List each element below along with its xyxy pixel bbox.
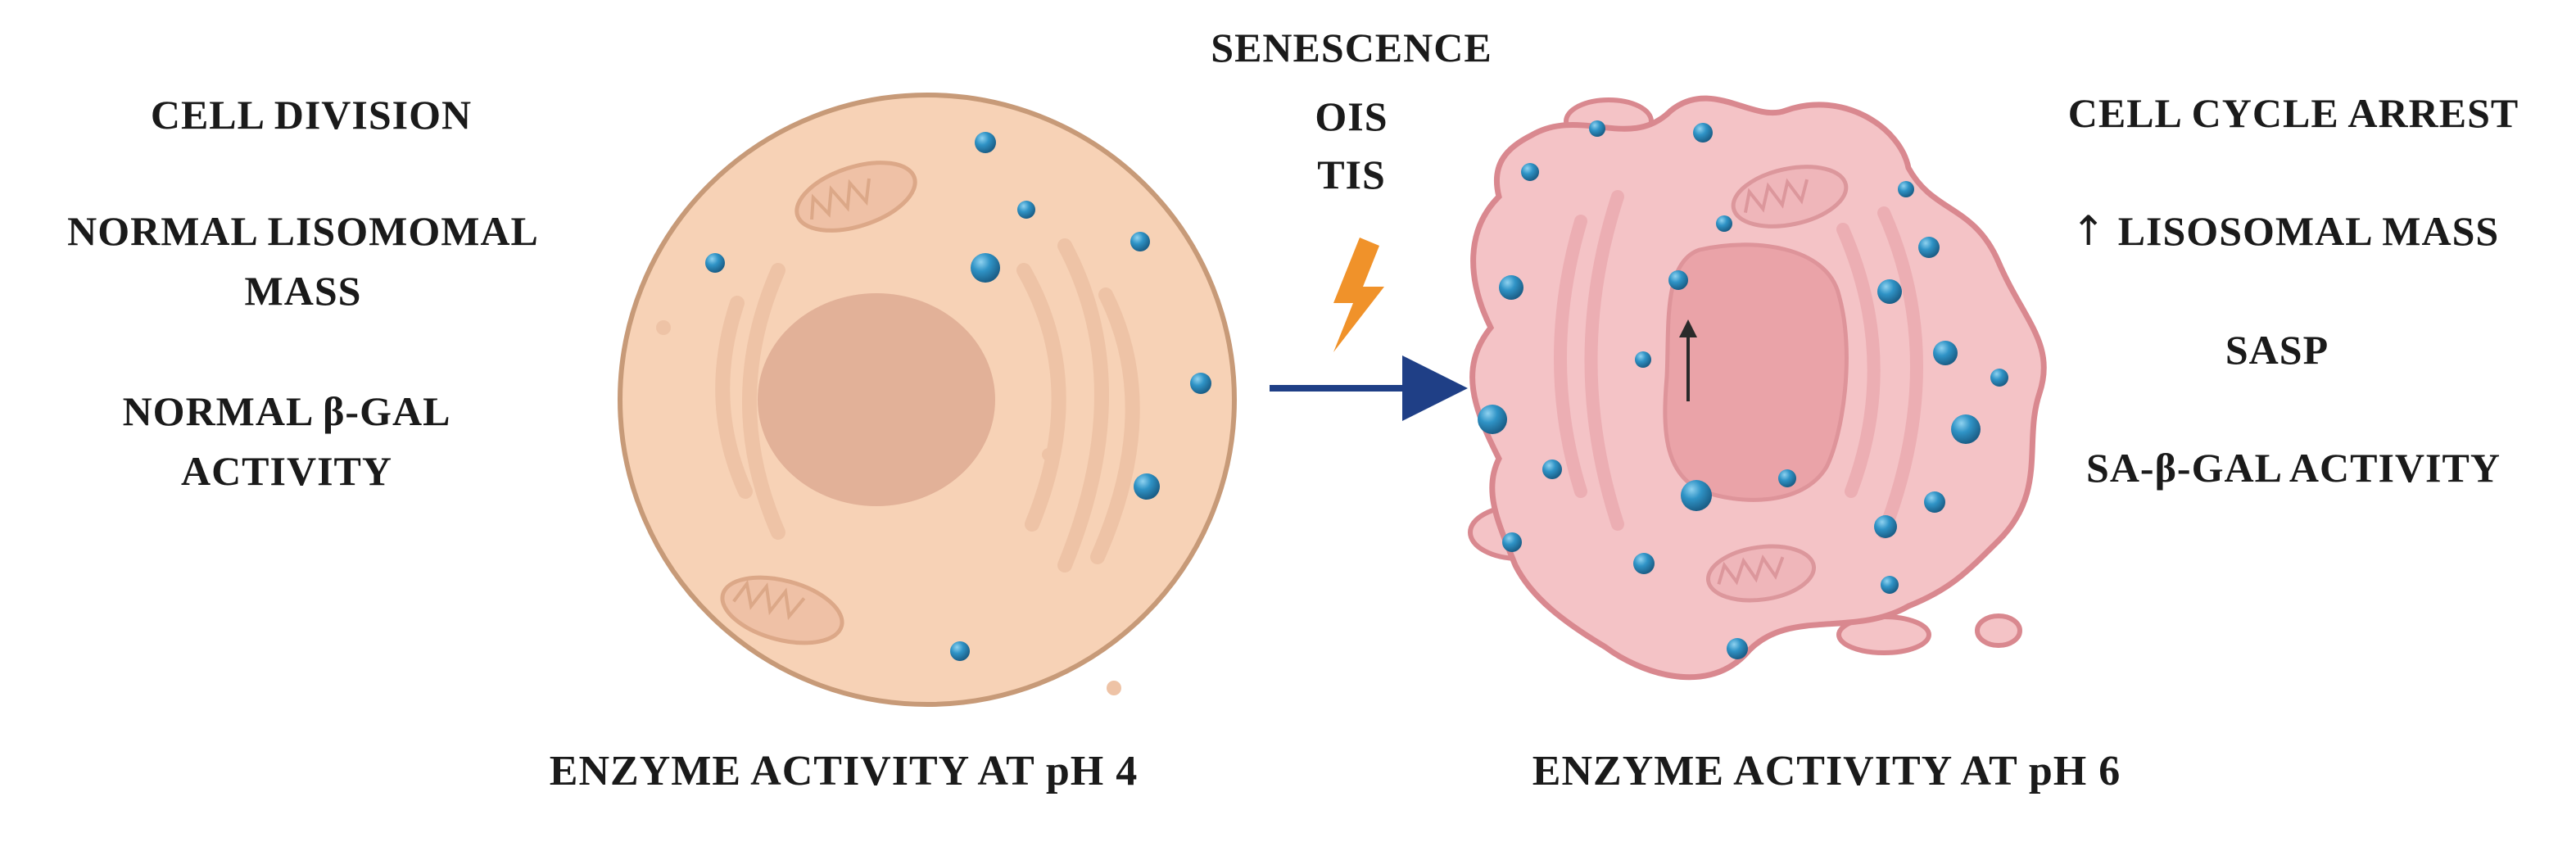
lysosome <box>1874 515 1897 538</box>
label-increased-lysosomal-mass: ↑LISOSOMAL MASS <box>1999 206 2572 256</box>
label-enzyme-activity-ph6: ENZYME ACTIVITY AT pH 6 <box>1532 748 2121 794</box>
lysosome <box>1668 270 1688 290</box>
label-tis: TIS <box>1317 152 1386 197</box>
lysosome <box>1727 638 1748 659</box>
nucleus-up-arrow-icon <box>1679 319 1697 401</box>
label-ois: OIS <box>1315 93 1388 139</box>
normal-cell-lysosomes <box>705 132 1211 661</box>
normal-cell-nucleus <box>758 293 995 506</box>
label-senescence: SENESCENCE <box>1211 25 1492 70</box>
lysosome <box>1521 163 1539 181</box>
lysosome <box>950 641 970 661</box>
label-lysosomal-mass-text: LISOSOMAL MASS <box>2117 208 2500 254</box>
lysosome <box>1017 201 1035 219</box>
membrane-bleb <box>1975 613 2022 648</box>
senescent-cell-lysosomes <box>1478 120 2008 659</box>
normal-cell-mitochondria <box>720 161 917 645</box>
lysosome <box>1478 405 1507 434</box>
lysosome <box>1933 341 1958 365</box>
lysosome <box>1542 459 1562 479</box>
lysosome <box>1898 181 1914 197</box>
senescent-cell-er <box>1554 190 1923 539</box>
lysosome <box>1778 469 1796 487</box>
lightning-bolt-icon <box>1333 238 1384 352</box>
label-normal-lysosomal-mass-line2: MASS <box>244 268 362 314</box>
normal-cell <box>618 93 1237 707</box>
senescent-cell-nucleus <box>1663 242 1849 502</box>
lysosome <box>1877 279 1902 304</box>
lysosome <box>1716 215 1732 232</box>
lysosome <box>1635 351 1651 368</box>
lysosome <box>1918 237 1940 258</box>
lysosome <box>1134 473 1160 500</box>
label-sasp: SASP <box>2225 327 2329 373</box>
label-cell-division: CELL DIVISION <box>150 92 473 138</box>
lysosome <box>1502 532 1522 552</box>
label-normal-lysosomal-mass-line1: NORMAL LISOMOMAL <box>67 208 539 254</box>
lysosome <box>971 253 1000 283</box>
lysosome <box>1190 373 1211 394</box>
label-enzyme-activity-ph4: ENZYME ACTIVITY AT pH 4 <box>549 748 1139 794</box>
lysosome <box>705 253 725 273</box>
lysosome <box>1681 480 1712 511</box>
lysosome <box>1499 275 1523 300</box>
label-sa-bgal-activity: SA-β-GAL ACTIVITY <box>2086 445 2501 491</box>
lysosome <box>1589 120 1605 137</box>
lysosome <box>1693 123 1713 143</box>
label-normal-bgal-line2: ACTIVITY <box>180 448 393 494</box>
lysosome <box>1924 491 1945 513</box>
up-arrow-icon: ↑ <box>2071 207 2107 255</box>
senescent-cell <box>1468 95 2047 681</box>
lysosome <box>1951 414 1981 444</box>
label-cell-cycle-arrest: CELL CYCLE ARREST <box>2067 90 2519 136</box>
lysosome <box>1881 576 1899 594</box>
lysosome <box>1130 232 1150 251</box>
label-normal-bgal-line1: NORMAL β-GAL <box>122 388 451 434</box>
lysosome <box>1633 553 1655 574</box>
normal-cell-er <box>715 238 1140 573</box>
lysosome <box>975 132 996 153</box>
senescent-cell-mitochondria <box>1705 165 1849 603</box>
lysosome <box>1990 369 2008 387</box>
